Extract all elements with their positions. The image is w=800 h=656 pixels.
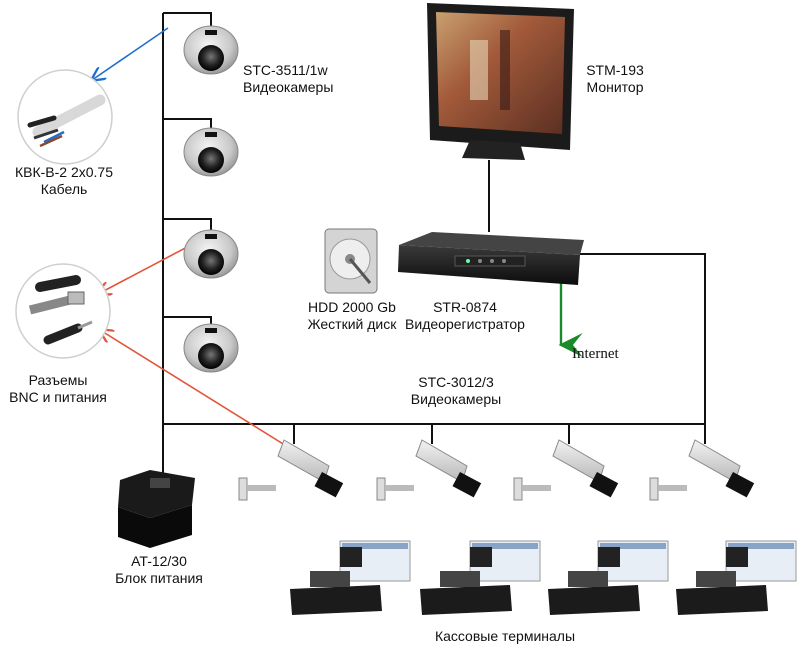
pos-terminal-2 [420,540,541,615]
dome-camera-model: STC-3511/1w [243,62,328,78]
monitor-model: STM-193 [586,62,644,78]
wiring [162,12,706,474]
connectors-label: Разъемы BNC и питания [2,372,114,406]
psu-name: Блок питания [115,570,203,586]
internet-label: Internet [572,346,619,362]
cable-model: КВК-В-2 2х0.75 [14,164,114,180]
box-camera-1 [238,439,344,501]
dvr-model: STR-0874 [433,299,497,315]
dome-camera-1 [183,25,239,75]
dome-camera-4 [183,323,239,373]
hdd-label: HDD 2000 Gb Жесткий диск [306,299,398,333]
connector-arrow-2 [100,330,297,453]
dome-camera-3 [183,229,239,279]
box-camera-label: STC-3012/3 Видеокамеры [396,374,516,408]
pos-terminal-3 [548,540,669,615]
cable-name: Кабель [40,181,88,197]
box-camera-name: Видеокамеры [410,391,502,407]
pos-terminals-label: Кассовые терминалы [434,628,576,644]
power-supply [118,470,195,548]
dvr-label: STR-0874 Видеорегистратор [400,299,530,333]
dome-wire-1 [163,12,212,30]
cable-arrow [92,27,169,80]
box-camera-3 [513,439,619,501]
box-camera-model: STC-3012/3 [418,374,494,390]
dome-camera-label: STC-3511/1w Видеокамеры [243,62,333,96]
psu-label: AT-12/30 Блок питания [104,553,214,587]
hdd-model: HDD 2000 Gb [308,299,396,315]
pos-terminal-1 [290,540,411,615]
cable-illustration [17,69,113,165]
connectors-illustration [15,263,111,359]
connectors-line1: Разъемы [28,372,88,388]
dvr [398,232,584,285]
dome-wire-3 [163,218,212,232]
hdd-name: Жесткий диск [307,316,397,332]
box-camera-2 [376,439,482,501]
monitor [427,3,574,160]
hdd [324,228,378,294]
connectors-line2: BNC и питания [9,389,107,405]
dvr-name: Видеорегистратор [405,316,525,332]
dome-camera-2 [183,127,239,177]
dome-camera-name: Видеокамеры [243,79,334,95]
psu-model: AT-12/30 [131,553,187,569]
monitor-name: Монитор [586,79,644,95]
cable-label: КВК-В-2 2х0.75 Кабель [4,164,124,198]
monitor-label: STM-193 Монитор [575,62,655,96]
pos-terminal-4 [676,540,797,615]
dvr-bus-wire [580,253,706,424]
box-camera-4 [649,439,755,501]
